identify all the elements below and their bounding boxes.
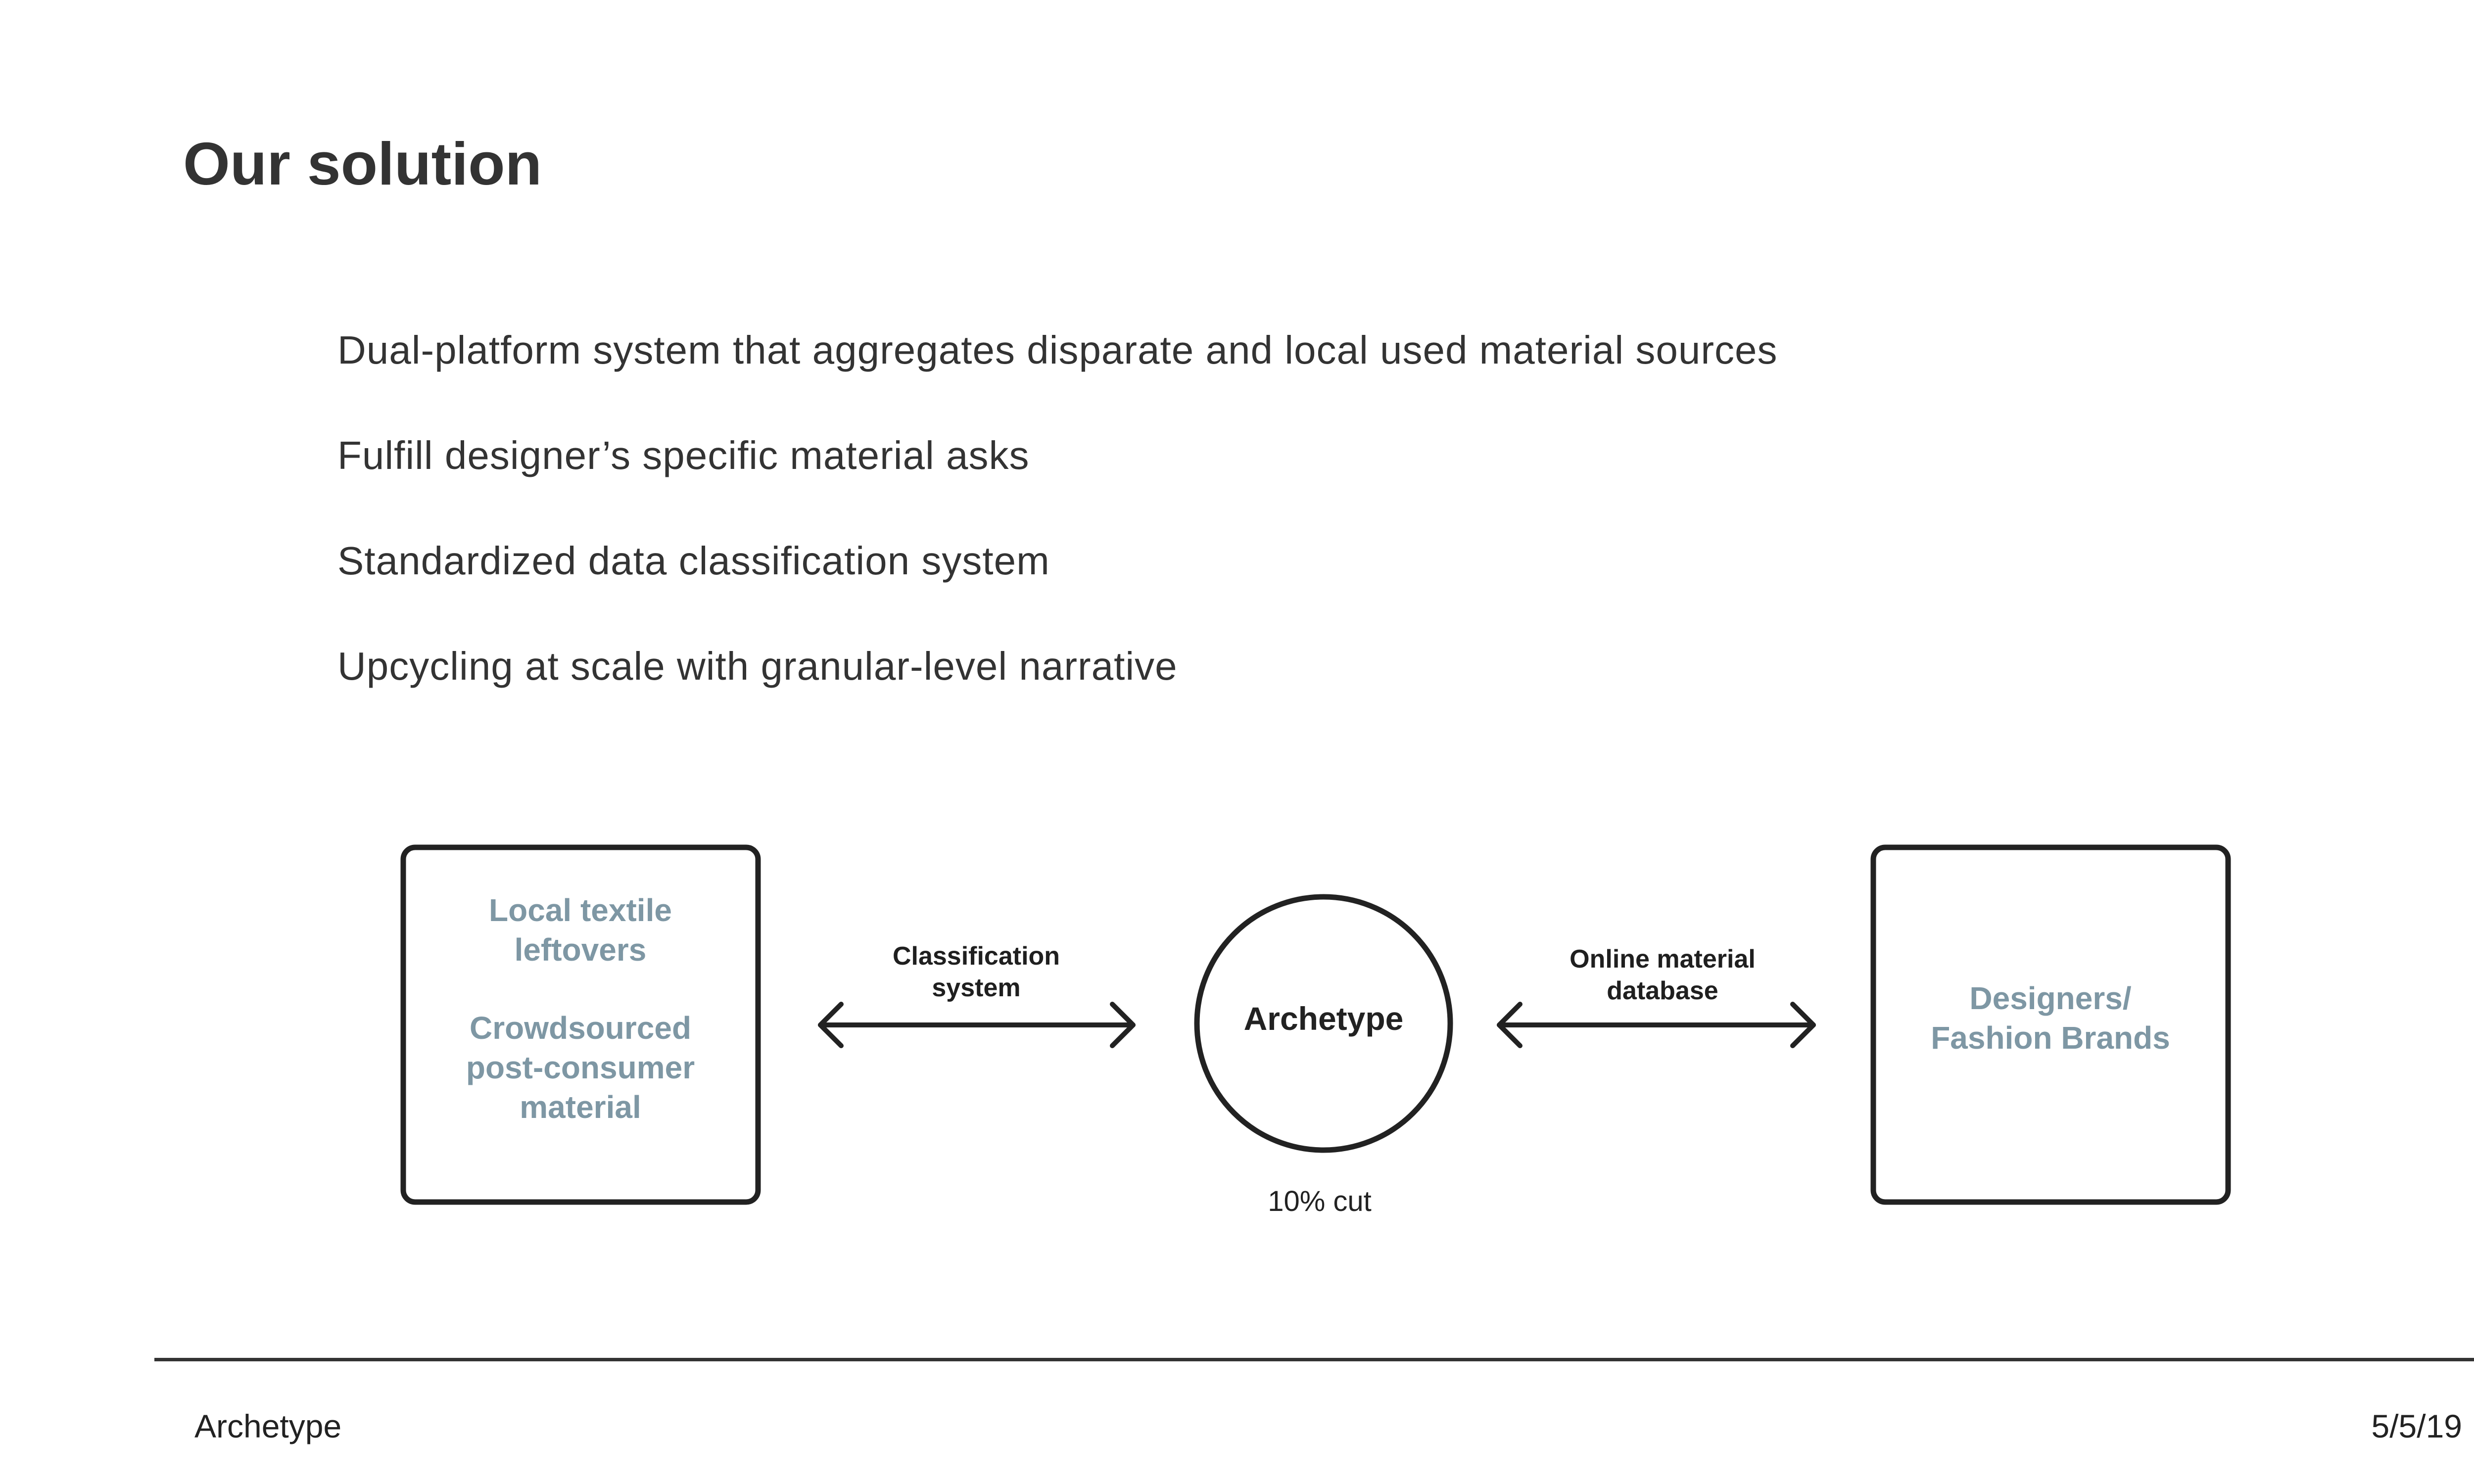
supply-box-line-3: Crowdsourced (470, 1010, 691, 1046)
supply-box-line-5: material (520, 1089, 641, 1125)
slide-title: Our solution (183, 130, 542, 197)
demand-box-line-2: Fashion Brands (1931, 1020, 2170, 1056)
right-arrow-label-line-1: Online material (1570, 945, 1756, 974)
demand-box-line-1: Designers/ (1969, 980, 2131, 1016)
footer-divider (154, 1358, 2474, 1361)
left-arrow-label-line-1: Classification (893, 942, 1060, 971)
bullet-list: Dual-platform system that aggregates dis… (337, 326, 1778, 748)
archetype-node (1194, 894, 1453, 1153)
bullet-item: Upcycling at scale with granular-level n… (337, 644, 1178, 688)
supply-box-line-2: leftovers (515, 932, 647, 968)
left-double-arrow (818, 1002, 1136, 1048)
bullet-item: Fulfill designer’s specific material ask… (337, 433, 1030, 477)
supply-box-line-1: Local textile (489, 892, 672, 928)
demand-box (1870, 844, 2231, 1205)
archetype-node-label: Archetype (1244, 1000, 1404, 1037)
archetype-cut-caption: 10% cut (1268, 1185, 1372, 1217)
left-arrow-label-line-2: system (932, 974, 1020, 1002)
bullet-item: Dual-platform system that aggregates dis… (337, 328, 1778, 372)
right-double-arrow (1497, 1002, 1816, 1048)
supply-box-line-4: post-consumer (466, 1050, 695, 1085)
supply-box (400, 844, 761, 1205)
right-arrow-label-line-2: database (1607, 976, 1718, 1005)
footer-brand: Archetype (194, 1408, 342, 1444)
bullet-item: Standardized data classification system (337, 539, 1050, 583)
footer-date: 5/5/19 (2371, 1408, 2463, 1444)
